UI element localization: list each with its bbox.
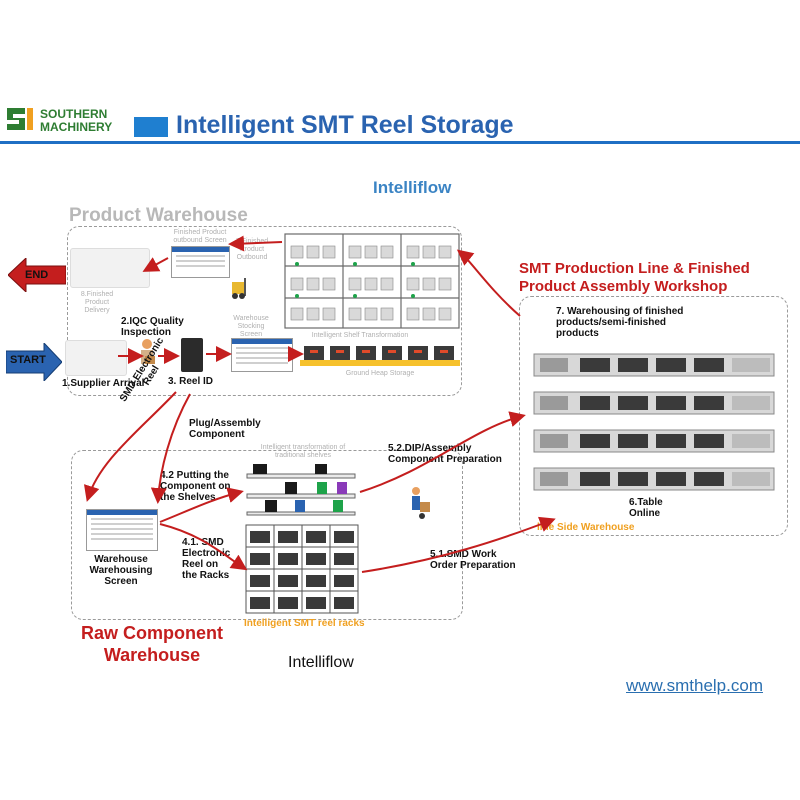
end-arrow-icon (8, 258, 66, 292)
stocking-screen-2: Stocking (237, 323, 265, 330)
delivery-truck-icon (70, 248, 150, 288)
smd-racks-1: 4.1. SMD (182, 537, 224, 548)
finished-delivery-2: Product (84, 299, 110, 306)
smd-work-1: 5.1.SMD Work (430, 549, 497, 560)
traditional-2: traditional shelves (274, 452, 332, 459)
outbound-screen-icon (171, 246, 230, 278)
warehousing-finished-2: products/semi-finished (556, 317, 667, 328)
inspector-icon (136, 338, 158, 368)
outbound-screen-1: Finished Product (173, 229, 227, 236)
intelliflow-heading: Intelliflow (373, 178, 452, 197)
intelliflow-footer: Intelliflow (288, 654, 354, 671)
smd-racks-label: 4.1. SMD Electronic Reel on the Racks (182, 537, 230, 581)
page-title: Intelligent SMT Reel Storage (176, 111, 514, 139)
smt-line-title-1: SMT Production Line & Finished (519, 260, 750, 277)
smd-racks-3: Reel on (182, 559, 219, 570)
forklift-icon (228, 276, 250, 300)
traditional-shelves-label: Intelligent transformation of traditiona… (248, 444, 358, 460)
logo-text: SOUTHERN MACHINERY (40, 108, 112, 134)
stocking-screen-icon (231, 338, 293, 372)
product-warehouse-title: Product Warehouse (69, 205, 248, 226)
reel-id-label: 3. Reel ID (168, 376, 214, 387)
wh-screen-2: Warehousing (89, 565, 153, 576)
stocking-screen-1: Warehouse (233, 315, 269, 322)
plug-assembly-label: Plug/Assembly Component (189, 418, 261, 440)
logo-line1: SOUTHERN (40, 107, 108, 121)
raw-warehouse-title-2: Warehouse (103, 645, 201, 665)
warehousing-finished-1: 7. Warehousing of finished (556, 306, 684, 317)
stocking-screen-label: Warehouse Stocking Screen (226, 315, 276, 339)
putting-2: Component on (160, 481, 231, 492)
warehousing-finished-3: products (556, 328, 599, 339)
stocking-screen-3: Screen (239, 331, 263, 338)
finished-delivery-label: 8.Finished Product Delivery (72, 291, 122, 315)
finished-outbound-1: 7.Finished (235, 238, 269, 245)
start-arrow-icon (6, 343, 62, 381)
ground-heap-label: Ground Heap Storage (345, 370, 415, 377)
dip-1: 5.2.DIP/Assembly (388, 443, 472, 454)
intelligent-shelf-icon (284, 233, 460, 329)
header-divider (0, 141, 800, 144)
dip-assembly-label: 5.2.DIP/Assembly Component Preparation (388, 443, 502, 465)
smt-line-machines-icon (533, 353, 775, 491)
traditional-1: Intelligent transformation of (260, 444, 346, 451)
smd-work-order-label: 5.1.SMD Work Order Preparation (430, 549, 516, 571)
supplier-truck-icon (65, 340, 127, 376)
plug-1: Plug/Assembly (189, 418, 261, 429)
logo-line2: MACHINERY (40, 120, 113, 134)
table-online-2: Online (629, 508, 661, 519)
finished-outbound-label: 7.Finished Product Outbound (234, 238, 270, 262)
wh-screen-3: Screen (104, 576, 138, 587)
iqc-label-2: Inspection (121, 327, 172, 338)
smd-work-2: Order Preparation (430, 560, 516, 571)
table-online-label: 6.Table Online (629, 497, 663, 519)
reel-racks-label: Intelligent SMT reel racks (244, 618, 365, 629)
ground-heap-icon (300, 346, 460, 366)
label-printer-icon (181, 338, 203, 372)
line-side-label: line Side Warehouse (537, 522, 635, 533)
supplier-arrival-label: 1.Supplier Arrival (62, 378, 145, 389)
start-label: START (10, 354, 46, 366)
smt-line-title: SMT Production Line & Finished Product A… (519, 260, 750, 296)
shelf-transformation-label: Intelligent Shelf Transformation (311, 332, 409, 339)
dip-2: Component Preparation (388, 454, 502, 465)
putting-1: 4.2 Putting the (160, 470, 229, 481)
finished-outbound-3: Outbound (236, 254, 268, 261)
plug-2: Component (189, 429, 245, 440)
end-label: END (25, 269, 49, 281)
iqc-label-1: 2.IQC Quality (121, 316, 184, 327)
smt-reel-rack-icon (245, 524, 359, 614)
smt-line-title-2: Product Assembly Workshop (519, 278, 728, 295)
warehousing-finished-label: 7. Warehousing of finished products/semi… (556, 306, 683, 339)
finished-outbound-2: Product (239, 246, 265, 253)
finished-delivery-1: 8.Finished (80, 291, 114, 298)
outbound-screen-2: outbound Screen (173, 237, 227, 244)
warehousing-screen-icon (86, 509, 158, 551)
worker-cart-icon (406, 486, 432, 520)
traditional-shelf-icon (246, 464, 356, 516)
smd-racks-2: Electronic (182, 548, 231, 559)
iqc-label: 2.IQC Quality Inspection (121, 316, 184, 338)
company-logo (3, 104, 37, 134)
table-online-1: 6.Table (629, 497, 663, 508)
title-accent-bar (134, 117, 168, 137)
putting-shelves-label: 4.2 Putting the Component on the Shelves (160, 470, 231, 503)
raw-warehouse-title-1: Raw Component (81, 623, 223, 643)
wh-screen-1: Warehouse (94, 554, 148, 565)
warehousing-screen-label: Warehouse Warehousing Screen (82, 554, 160, 587)
smd-racks-4: the Racks (182, 570, 230, 581)
putting-3: the Shelves (160, 492, 216, 503)
outbound-screen-label: Finished Product outbound Screen (165, 229, 235, 245)
website-link[interactable]: www.smthelp.com (626, 676, 763, 695)
finished-delivery-3: Delivery (84, 307, 110, 314)
raw-warehouse-title: Raw Component Warehouse (67, 622, 237, 666)
